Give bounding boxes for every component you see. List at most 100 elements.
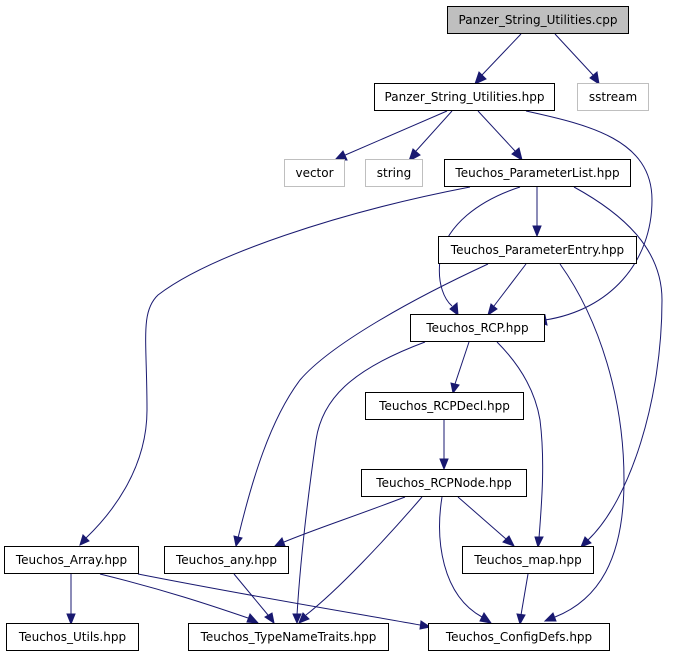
- arrowhead: [273, 537, 286, 547]
- edge-rcpnode-to-cfg: [439, 496, 493, 624]
- edge-pentry-to-any: [233, 263, 489, 548]
- edge-cpp-to-sstream: [554, 33, 600, 86]
- node-label-panzer-string-utilities-hpp: Panzer_String_Utilities.hpp: [385, 90, 545, 104]
- arrowhead: [439, 458, 449, 471]
- node-label-teuchos-configdefs-hpp: Teuchos_ConfigDefs.hpp: [445, 630, 592, 644]
- edge-pentry-to-cfg: [543, 263, 625, 622]
- node-teuchos-parameterlist-hpp[interactable]: Teuchos_ParameterList.hpp: [444, 159, 631, 187]
- edge-pentry-to-rcp: [487, 263, 527, 317]
- node-teuchos-parameterentry-hpp[interactable]: Teuchos_ParameterEntry.hpp: [438, 236, 637, 264]
- node-teuchos-rcp-hpp[interactable]: Teuchos_RCP.hpp: [410, 314, 545, 342]
- edge-map-to-cfg: [516, 573, 529, 626]
- node-box: [365, 392, 524, 420]
- node-box: [4, 546, 139, 574]
- node-box-external: [284, 159, 345, 187]
- edge-plist-to-array: [79, 186, 471, 546]
- arrowhead: [589, 71, 600, 86]
- edge-array-to-utils: [66, 574, 76, 626]
- arrowhead: [516, 613, 526, 626]
- arrowhead: [511, 147, 523, 162]
- node-box: [188, 623, 389, 651]
- edge-line: [305, 496, 423, 616]
- node-label-teuchos-parameterlist-hpp: Teuchos_ParameterList.hpp: [454, 166, 619, 180]
- arrowhead: [246, 613, 260, 624]
- node-box: [6, 623, 139, 651]
- arrowhead: [534, 536, 544, 549]
- node-label-teuchos-typenametraits-hpp: Teuchos_TypeNameTraits.hpp: [200, 630, 377, 644]
- node-box: [361, 469, 527, 497]
- edge-line: [525, 110, 653, 321]
- arrowhead: [543, 612, 557, 622]
- node-teuchos-configdefs-hpp[interactable]: Teuchos_ConfigDefs.hpp: [428, 623, 610, 651]
- arrowhead: [487, 303, 498, 317]
- edge-line: [342, 110, 448, 157]
- arrowhead: [479, 612, 493, 624]
- edge-rcp-to-rcpdecl: [450, 341, 470, 395]
- node-label-string: string: [377, 166, 411, 180]
- arrowhead: [264, 612, 275, 625]
- edge-line: [415, 110, 453, 152]
- edge-rcpdecl-to-rcpnode: [439, 420, 449, 471]
- node-label-teuchos-rcpdecl-hpp: Teuchos_RCPDecl.hpp: [378, 399, 510, 413]
- node-teuchos-rcpdecl-hpp[interactable]: Teuchos_RCPDecl.hpp: [365, 392, 524, 420]
- edge-plist-to-map: [573, 186, 663, 548]
- edge-hpp-to-rcp: [525, 110, 653, 326]
- edge-rcpnode-to-map: [457, 496, 516, 547]
- edge-line: [237, 263, 489, 539]
- arrowhead: [333, 150, 348, 161]
- edge-rcp-to-tnt: [292, 341, 426, 625]
- node-label-teuchos-map-hpp: Teuchos_map.hpp: [473, 553, 581, 567]
- node-box: [374, 83, 555, 111]
- edge-rcpnode-to-tnt: [298, 496, 423, 624]
- node-sstream[interactable]: sstream: [577, 83, 649, 111]
- edge-line: [481, 33, 522, 76]
- node-teuchos-utils-hpp[interactable]: Teuchos_Utils.hpp: [6, 623, 139, 651]
- node-teuchos-any-hpp[interactable]: Teuchos_any.hpp: [164, 546, 289, 574]
- edge-line: [296, 341, 426, 616]
- arrowhead: [79, 534, 90, 546]
- edge-line: [457, 496, 507, 540]
- edge-line: [520, 573, 529, 616]
- node-label-teuchos-rcp-hpp: Teuchos_RCP.hpp: [425, 321, 528, 335]
- edge-line: [554, 33, 594, 76]
- edge-line: [496, 341, 544, 539]
- arrowhead: [580, 536, 592, 548]
- node-box-external: [365, 159, 423, 187]
- node-teuchos-rcpnode-hpp[interactable]: Teuchos_RCPNode.hpp: [361, 469, 527, 497]
- node-box: [438, 236, 637, 264]
- node-label-panzer-string-utilities-cpp: Panzer_String_Utilities.cpp: [459, 13, 618, 27]
- edge-line: [454, 341, 470, 385]
- arrowhead: [419, 620, 432, 630]
- node-teuchos-map-hpp[interactable]: Teuchos_map.hpp: [462, 546, 594, 574]
- arrowhead: [66, 613, 76, 626]
- node-string[interactable]: string: [365, 159, 423, 187]
- edge-plist-to-pentry: [532, 187, 542, 238]
- node-teuchos-typenametraits-hpp[interactable]: Teuchos_TypeNameTraits.hpp: [188, 623, 389, 651]
- edge-line: [99, 573, 249, 619]
- arrowhead: [502, 535, 516, 547]
- arrowhead: [450, 382, 460, 395]
- edge-line: [85, 186, 471, 539]
- node-box-external: [577, 83, 649, 111]
- node-label-teuchos-rcpnode-hpp: Teuchos_RCPNode.hpp: [375, 476, 511, 490]
- edge-cpp-to-hpp: [474, 33, 522, 85]
- arrowhead: [474, 71, 487, 85]
- arrowhead: [408, 148, 421, 163]
- node-panzer-string-utilities-cpp[interactable]: Panzer_String_Utilities.cpp: [447, 6, 629, 34]
- edge-rcp-to-map: [496, 341, 544, 549]
- node-label-teuchos-array-hpp: Teuchos_Array.hpp: [15, 553, 127, 567]
- edge-hpp-to-plist: [477, 110, 523, 162]
- arrowhead: [233, 535, 243, 548]
- node-label-teuchos-parameterentry-hpp: Teuchos_ParameterEntry.hpp: [450, 243, 624, 257]
- node-vector[interactable]: vector: [284, 159, 345, 187]
- edge-line: [439, 496, 483, 618]
- node-label-teuchos-utils-hpp: Teuchos_Utils.hpp: [18, 630, 126, 644]
- node-label-vector: vector: [295, 166, 333, 180]
- edge-line: [233, 573, 269, 616]
- arrowhead: [298, 612, 310, 624]
- node-panzer-string-utilities-hpp[interactable]: Panzer_String_Utilities.hpp: [374, 83, 555, 111]
- node-teuchos-array-hpp[interactable]: Teuchos_Array.hpp: [4, 546, 139, 574]
- arrowhead: [292, 613, 302, 625]
- node-box-root: [447, 6, 629, 34]
